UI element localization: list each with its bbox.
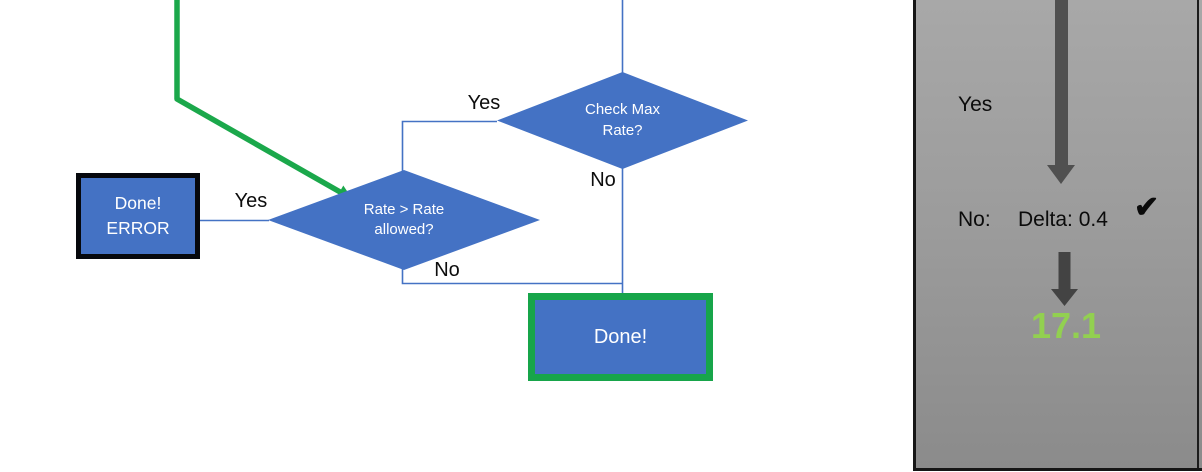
node-done-label: Done! bbox=[593, 325, 648, 348]
node-rate-allowed-label: Rate > Rate allowed? bbox=[363, 200, 445, 238]
edge-label-check-no: No bbox=[590, 169, 616, 191]
panel-no-label: No: bbox=[958, 208, 991, 231]
panel-result-value: 17.1 bbox=[1030, 305, 1102, 346]
green-flow-arrow bbox=[174, 0, 352, 199]
node-check-max-rate: Check Max Rate? bbox=[497, 72, 748, 169]
node-rate-allowed: Rate > Rate allowed? bbox=[268, 170, 540, 270]
edge-label-check-yes: Yes bbox=[467, 92, 501, 114]
side-panel: Yes No: Delta: 0.4 ✔ 17.1 bbox=[913, 0, 1202, 471]
panel-arrow-layer bbox=[1047, 0, 1078, 306]
node-done-error-label: Done! ERROR bbox=[106, 192, 170, 238]
node-check-max-rate-label: Check Max Rate? bbox=[584, 101, 661, 139]
node-done: Done! bbox=[528, 293, 713, 381]
side-panel-right-border bbox=[1197, 0, 1199, 468]
connector-check-yes bbox=[401, 120, 497, 171]
down-arrow-small-icon bbox=[1051, 252, 1078, 306]
node-done-error: Done! ERROR bbox=[76, 173, 200, 259]
panel-yes-label: Yes bbox=[958, 93, 993, 116]
checkmark-icon: ✔ bbox=[1134, 191, 1160, 224]
down-arrow-large-icon bbox=[1047, 0, 1075, 184]
edge-label-rate-no: No bbox=[434, 259, 460, 281]
panel-delta-label: Delta: 0.4 bbox=[1018, 208, 1108, 231]
edge-label-rate-yes: Yes bbox=[234, 190, 268, 212]
